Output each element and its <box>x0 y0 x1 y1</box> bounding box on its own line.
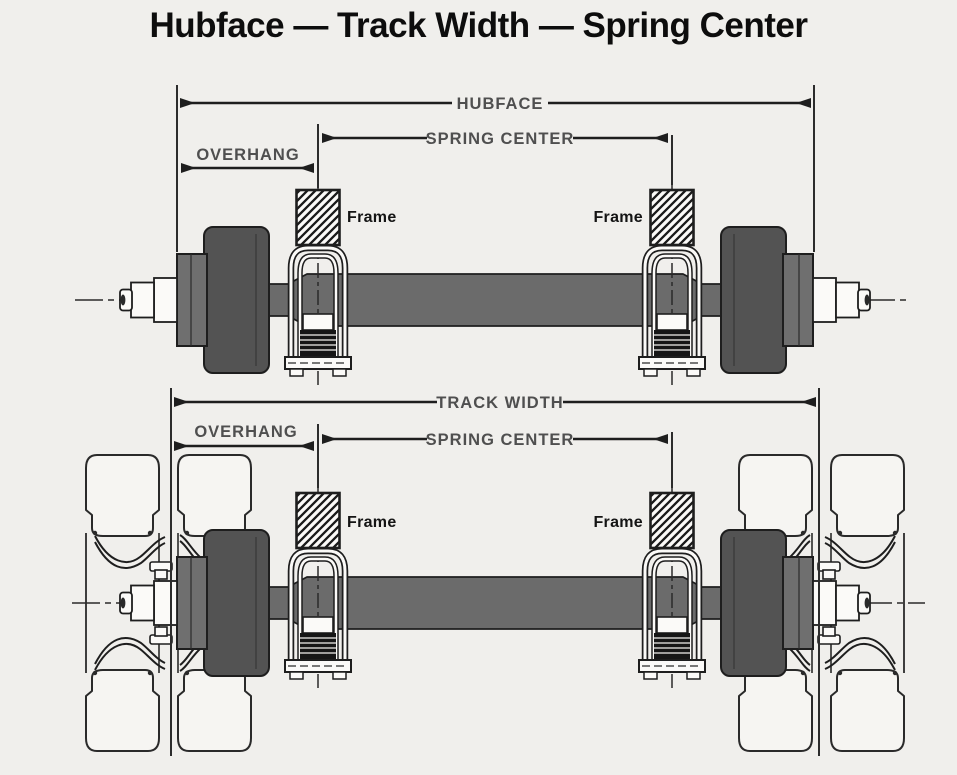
frame-label-lower-left: Frame <box>347 514 397 531</box>
lower-view: TRACK WIDTH SPRING CENTER OVERHANG Frame… <box>72 388 925 756</box>
dim-label-track-width: TRACK WIDTH <box>436 394 563 412</box>
dim-label-hubface: HUBFACE <box>457 95 544 113</box>
upper-right-hub-drum <box>720 226 871 374</box>
upper-view: HUBFACE SPRING CENTER OVERHANG Frame Fra… <box>75 85 908 385</box>
dim-label-spring-center-lower: SPRING CENTER <box>426 431 575 449</box>
dim-label-overhang-upper: OVERHANG <box>196 146 299 164</box>
dim-label-spring-center-upper: SPRING CENTER <box>426 130 575 148</box>
upper-left-hub-drum <box>119 226 270 374</box>
frame-label-upper-right: Frame <box>593 209 643 226</box>
dim-label-overhang-lower: OVERHANG <box>194 423 297 441</box>
frame-label-upper-left: Frame <box>347 209 397 226</box>
page-title: Hubface — Track Width — Spring Center <box>149 6 808 45</box>
frame-label-lower-right: Frame <box>593 514 643 531</box>
